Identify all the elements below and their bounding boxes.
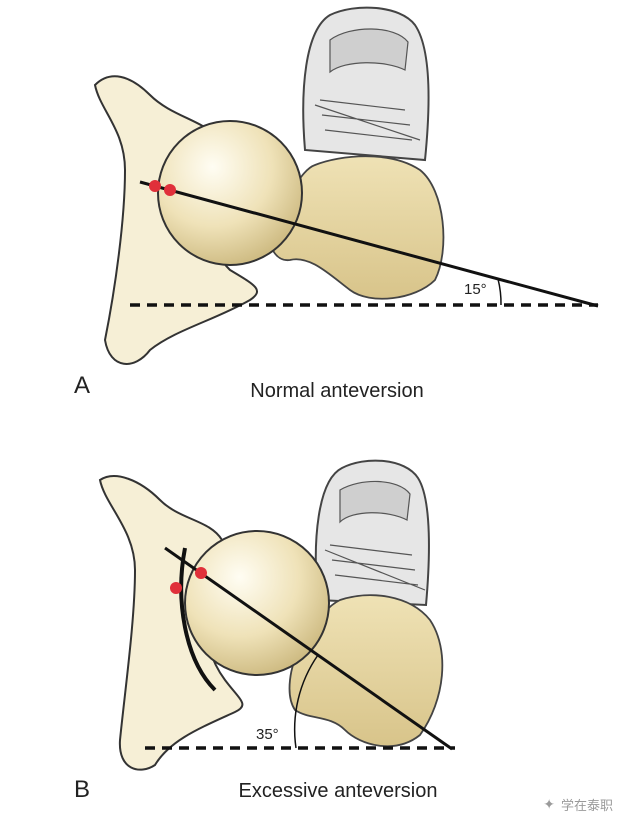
watermark-text: 学在泰职 [560,798,613,813]
pelvis-b [98,475,244,771]
panel-a-illustration [93,6,599,365]
chat-bubble-icon: ✦ [543,796,555,812]
shoe-a [302,6,430,162]
angle-label-a: 15° [464,281,487,298]
marker-dot [195,567,207,579]
watermark: ✦ 学在泰职 [543,795,613,814]
femur-a [267,155,445,300]
marker-dot [149,180,161,192]
femur-b [288,594,444,748]
femoral-head-b [184,530,330,676]
angle-arc-a [497,278,502,306]
caption-a: Normal anteversion [250,380,424,402]
caption-b: Excessive anteversion [238,780,438,802]
marker-dot [170,582,182,594]
femoral-head-a [157,120,303,266]
panel-letter-b: B [74,776,91,803]
panel-b-illustration [98,459,455,771]
angle-label-b: 35° [256,726,279,743]
panel-letter-a: A [74,372,91,399]
shoe-b [314,459,430,607]
marker-dot [164,184,176,196]
femoral-neck-axis-a [139,180,599,308]
femoral-neck-axis-b [164,546,453,751]
angle-arc-b [293,654,319,749]
